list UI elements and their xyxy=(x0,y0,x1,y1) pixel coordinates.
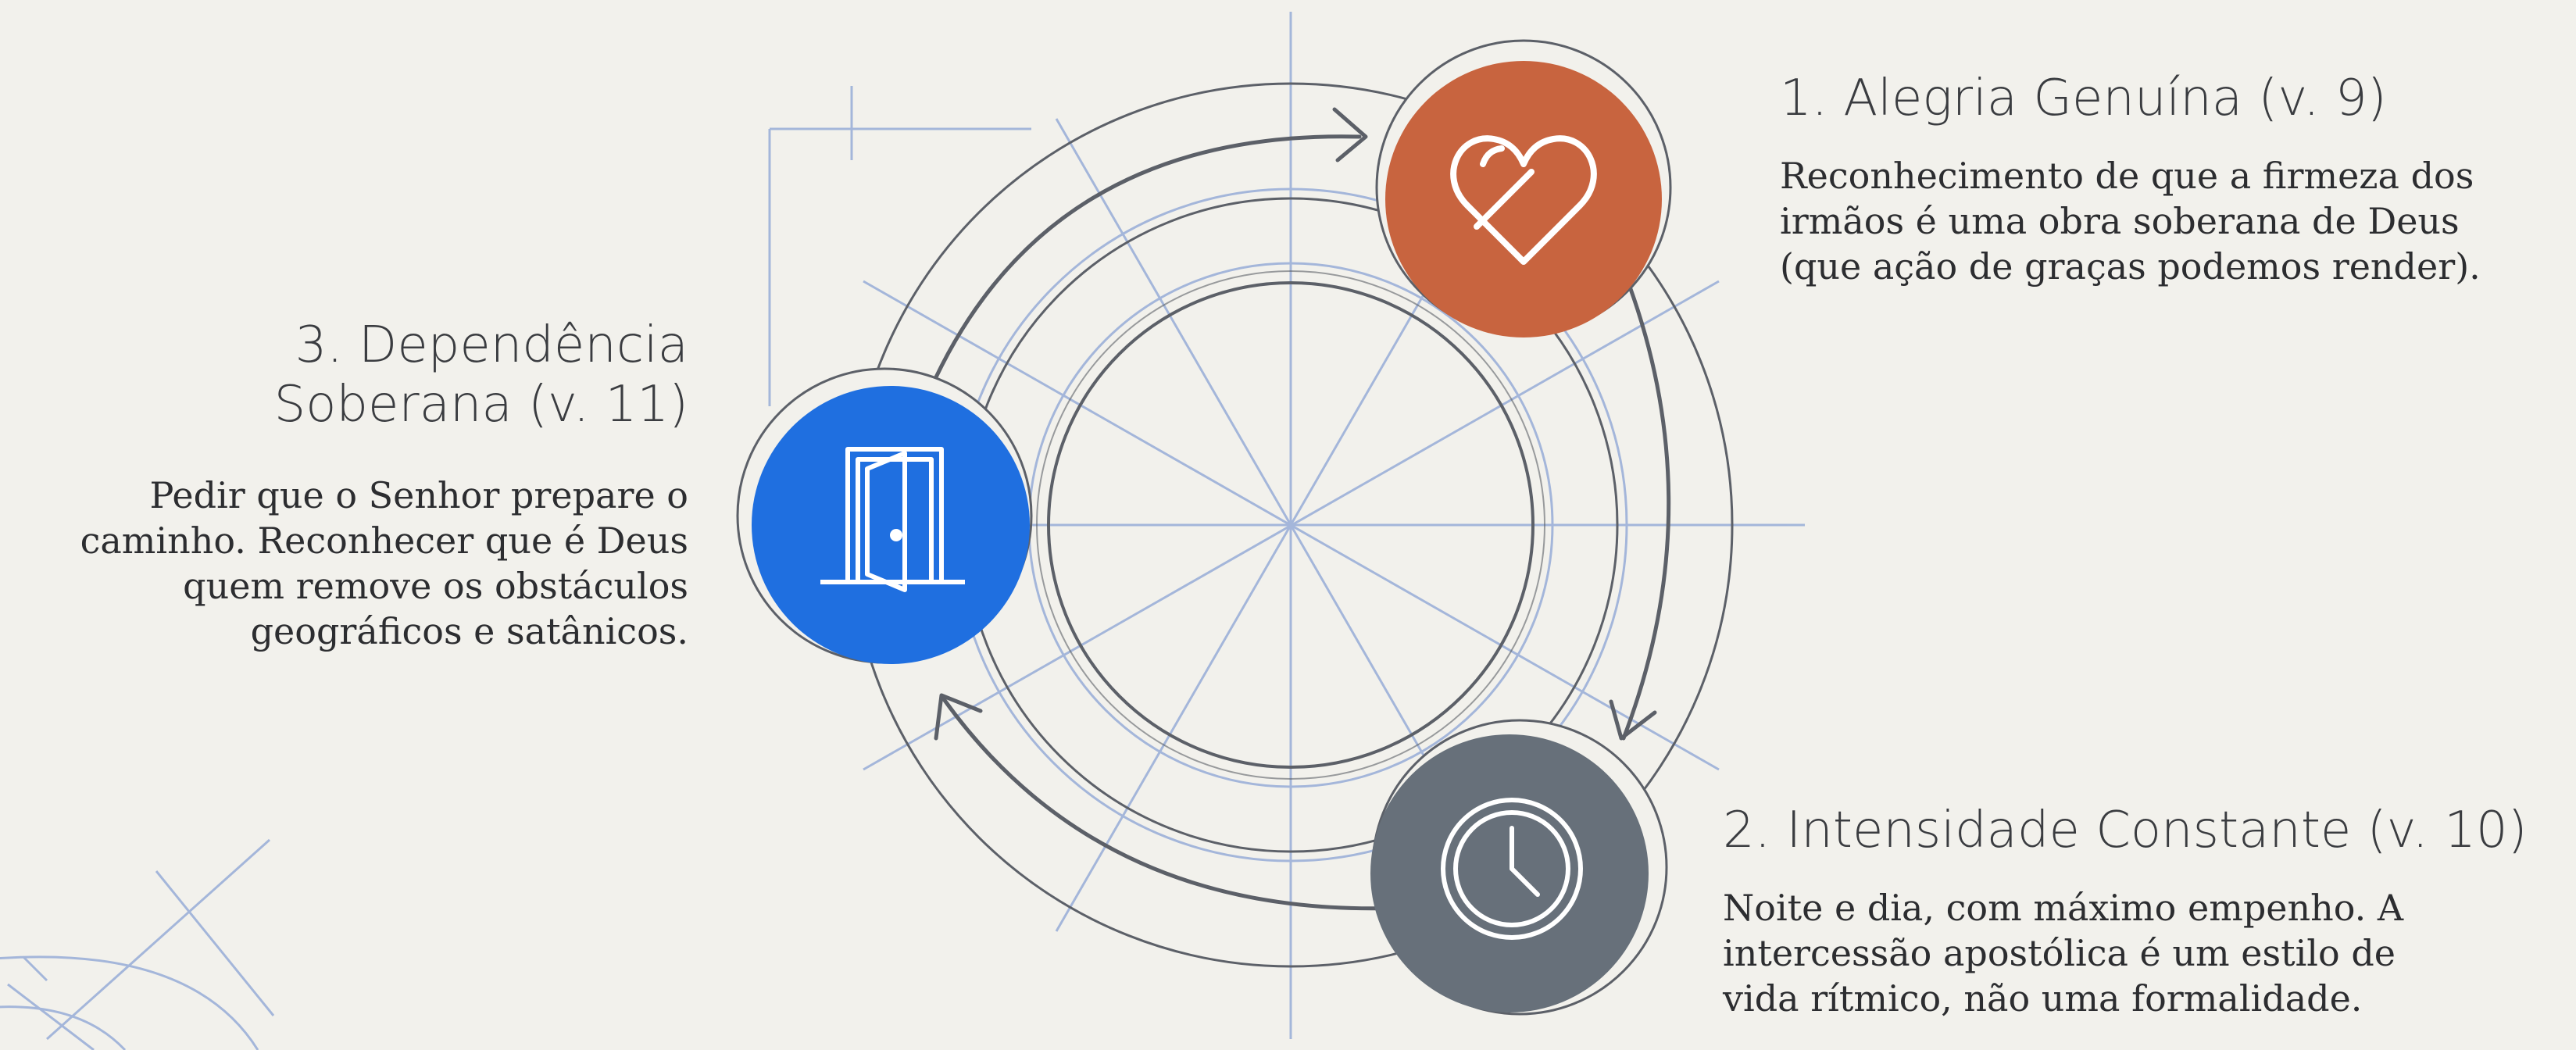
step-3-line-1: Pedir que o Senhor prepare o xyxy=(149,474,688,516)
step-2-line-3: vida rítmico, não uma formalidade. xyxy=(1723,977,2363,1020)
heart-node xyxy=(1375,39,1672,338)
clock-node xyxy=(1370,719,1668,1016)
step-3-line-3: quem remove os obstáculos xyxy=(183,565,688,607)
door-node-circle xyxy=(752,386,1030,664)
step-1-line-2: irmãos é uma obra soberana de Deus xyxy=(1780,200,2460,242)
arrow-2-to-3 xyxy=(941,697,1432,911)
corner-guide-4 xyxy=(22,955,48,982)
step-1-line-3: (que ação de graças podemos render). xyxy=(1780,245,2481,288)
step-3-description: Pedir que o Senhor prepare o caminho. Re… xyxy=(0,473,688,654)
corner-guide-3 xyxy=(7,983,95,1050)
step-3-heading-line-1: 3. Dependência xyxy=(295,316,688,374)
clock-icon xyxy=(1441,798,1583,940)
step-2-line-1: Noite e dia, com máximo empenho. A xyxy=(1723,887,2404,929)
corner-guide-1 xyxy=(45,838,271,1041)
step-2-description: Noite e dia, com máximo empenho. A inter… xyxy=(1723,885,2403,1021)
blueprint-guides xyxy=(0,12,1805,1050)
step-1-heading: 1. Alegria Genuína (v. 9) xyxy=(1780,70,2387,127)
guide-diagonal-w xyxy=(863,280,1720,771)
arrow-3-to-1 xyxy=(927,134,1362,393)
arrow-1-to-2-head xyxy=(1609,699,1657,741)
step-2-line-2: intercessão apostólica é um estilo de xyxy=(1723,932,2396,974)
step-2-heading: 2. Intensidade Constante (v. 10) xyxy=(1723,802,2528,859)
step-1-line-1: Reconhecimento de que a firmeza dos xyxy=(1780,155,2474,197)
corner-guide-arc-2 xyxy=(0,1005,127,1050)
step-3-line-4: geográficos e satânicos. xyxy=(250,610,688,652)
heart-node-circle xyxy=(1385,61,1662,338)
open-door-icon xyxy=(820,447,965,592)
step-3-heading: 3. Dependência Soberana (v. 11) xyxy=(0,316,688,434)
arrow-2-to-3-head xyxy=(934,693,983,741)
corner-guide-2 xyxy=(155,870,275,1016)
step-1-description: Reconhecimento de que a firmeza dos irmã… xyxy=(1780,153,2481,289)
ring-core xyxy=(1047,281,1535,769)
corner-guide-arc xyxy=(0,955,259,1050)
step-3-line-2: caminho. Reconhecer que é Deus xyxy=(80,520,688,562)
heart-icon xyxy=(1450,135,1597,265)
step-3-heading-line-2: Soberana (v. 11) xyxy=(273,376,688,434)
ring-core-outer xyxy=(1036,270,1545,780)
clock-node-circle xyxy=(1370,734,1649,1012)
arrow-3-to-1-head xyxy=(1332,107,1368,162)
door-node xyxy=(736,367,1033,664)
